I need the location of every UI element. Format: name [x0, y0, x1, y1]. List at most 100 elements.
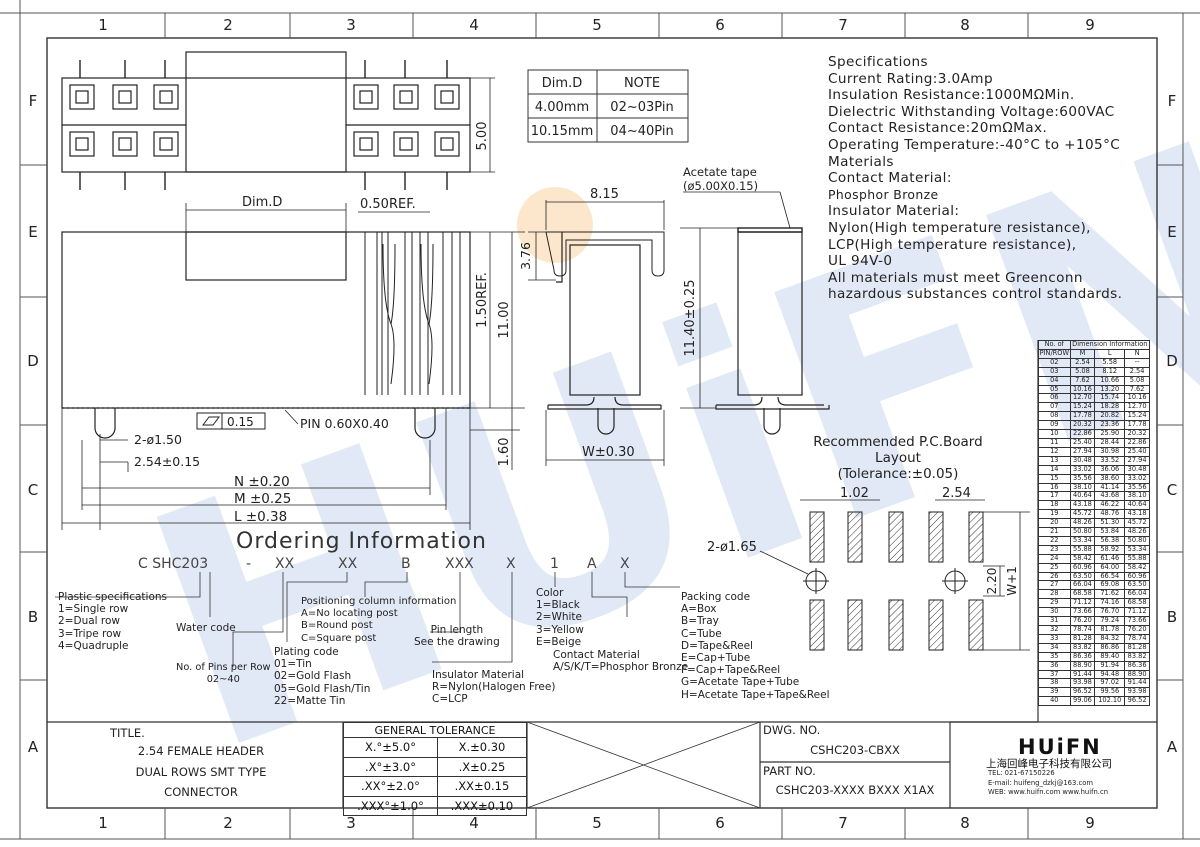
ord-line: 2=White — [536, 611, 583, 624]
pins-per-row-block: No. of Pins per Row 02~40 — [176, 662, 271, 686]
table-cell: 64.00 — [1094, 562, 1126, 573]
code-pins: XX — [275, 556, 295, 572]
ordering-leaders — [55, 572, 680, 667]
ord-line: R=Nylon(Halogen Free) — [432, 681, 556, 694]
tol-linear: .XX±0.15 — [436, 776, 528, 797]
table-cell: 68.58 — [1124, 598, 1150, 609]
table-cell: 33.02 — [1124, 473, 1150, 484]
zone-row-C-right: C — [1167, 481, 1177, 499]
tol-angle: X.°±5.0° — [343, 737, 438, 758]
table-cell: 88.90 — [1124, 669, 1150, 680]
table-cell: 51.30 — [1094, 518, 1126, 529]
zone-row-F: F — [29, 92, 38, 110]
water-code: Water code — [176, 622, 236, 634]
pin-length-block: Pin length See the drawing — [414, 624, 500, 648]
pcb-hole-dim: 2-ø1.65 — [707, 540, 757, 555]
zone-row-D-right: D — [1166, 352, 1178, 370]
zone-col-2-bottom: 2 — [223, 814, 233, 832]
table-cell: 93.98 — [1124, 687, 1150, 698]
table-cell: 48.76 — [1094, 509, 1126, 520]
zone-col-3: 3 — [346, 16, 356, 34]
table-cell: 53.34 — [1069, 535, 1096, 546]
table-cell: 27.94 — [1069, 446, 1096, 457]
zone-col-1-bottom: 1 — [98, 814, 108, 832]
table-cell: 60.96 — [1124, 571, 1150, 582]
table-cell: 84.32 — [1094, 633, 1126, 644]
ord-line: 01=Tin — [274, 658, 312, 671]
table-cell: 58.42 — [1124, 562, 1150, 573]
tol-linear: X.±0.30 — [436, 737, 528, 758]
ord-line: B=Round post — [301, 620, 373, 632]
title-line-1: 2.54 FEMALE HEADER — [137, 744, 265, 758]
dim-table-r2c2: 04~40Pin — [610, 124, 673, 139]
ord-line: C=LCP — [432, 693, 468, 706]
company-tel: TEL: 021-67150226 — [988, 769, 1055, 777]
zone-col-1: 1 — [98, 16, 108, 34]
pcb-layout — [759, 499, 1030, 651]
tol-angle: .XXX°±1.0° — [343, 795, 438, 816]
table-cell: 83.82 — [1069, 642, 1096, 653]
ord-line: 05=Gold Flash/Tin — [274, 682, 371, 695]
zone-col-4: 4 — [469, 16, 479, 34]
ord-line: Plating code — [274, 646, 339, 658]
title-label: TITLE. — [110, 726, 145, 740]
table-cell: 25.40 — [1124, 446, 1150, 457]
tolerance-row: .XXX°±1.0°.XXX±0.10 — [343, 795, 528, 816]
code-positioning: B — [401, 556, 411, 572]
table-cell: 5.08 — [1124, 375, 1150, 386]
table-cell: 2.54 — [1069, 357, 1096, 368]
zone-row-A-right: A — [1167, 738, 1178, 756]
zone-row-B: B — [28, 608, 38, 626]
zone-col-9-bottom: 9 — [1085, 814, 1095, 832]
ord-line: Color — [536, 587, 564, 599]
table-cell: 102.10 — [1094, 696, 1126, 707]
ord-line: A=Box — [681, 603, 717, 616]
ord-line: Pin length — [430, 624, 484, 636]
spec-line: Nylon(High temperature resistance), — [828, 219, 1091, 236]
code-series: C SHC203 — [138, 556, 209, 572]
table-cell: 13 — [1038, 455, 1071, 466]
company-contact: TEL: 021-67150226 E-mail: huifeng_dzkj@1… — [988, 769, 1108, 798]
zone-col-8-bottom: 8 — [960, 814, 970, 832]
tolerance-row: .X°±3.0°.X±0.25 — [343, 756, 528, 777]
table-cell: 99.06 — [1069, 696, 1096, 707]
table-cell: 61.46 — [1094, 553, 1126, 564]
header-m: M — [1069, 348, 1096, 359]
flatness-value: 0.15 — [227, 415, 254, 429]
pcb-layout-title: Recommended P.C.Board Layout (Tolerance:… — [803, 434, 993, 482]
zone-col-5-bottom: 5 — [592, 814, 602, 832]
table-cell: 89.40 — [1094, 651, 1126, 662]
zone-col-7-bottom: 7 — [838, 814, 848, 832]
table-cell: 74.16 — [1094, 598, 1126, 609]
table-cell: 81.28 — [1124, 642, 1150, 653]
front-view — [61, 203, 525, 530]
dim-table-r2c1: 10.15mm — [531, 124, 594, 139]
table-cell: 40 — [1038, 696, 1071, 707]
table-cell: 2.54 — [1124, 366, 1150, 377]
table-cell: 86.86 — [1094, 642, 1126, 653]
table-cell: 33.02 — [1069, 464, 1096, 475]
dwg-no-label: DWG. NO. — [763, 723, 821, 737]
pitch-dim: 2.54±0.15 — [134, 454, 200, 469]
dim-table-header-dimd: Dim.D — [542, 76, 582, 91]
table-cell: 66.04 — [1124, 589, 1150, 600]
table-cell: 25 — [1038, 562, 1071, 573]
table-cell: 76.70 — [1094, 607, 1126, 618]
acetate-tape-label: Acetate tape — [683, 165, 757, 179]
table-cell: 79.24 — [1094, 616, 1126, 626]
code-dash: - — [246, 556, 252, 572]
table-cell: 58.42 — [1069, 553, 1096, 564]
ord-line: Positioning column information — [301, 596, 457, 607]
dim-1-50-ref: 1.50REF. — [475, 272, 490, 328]
table-cell: 53.34 — [1124, 544, 1150, 555]
